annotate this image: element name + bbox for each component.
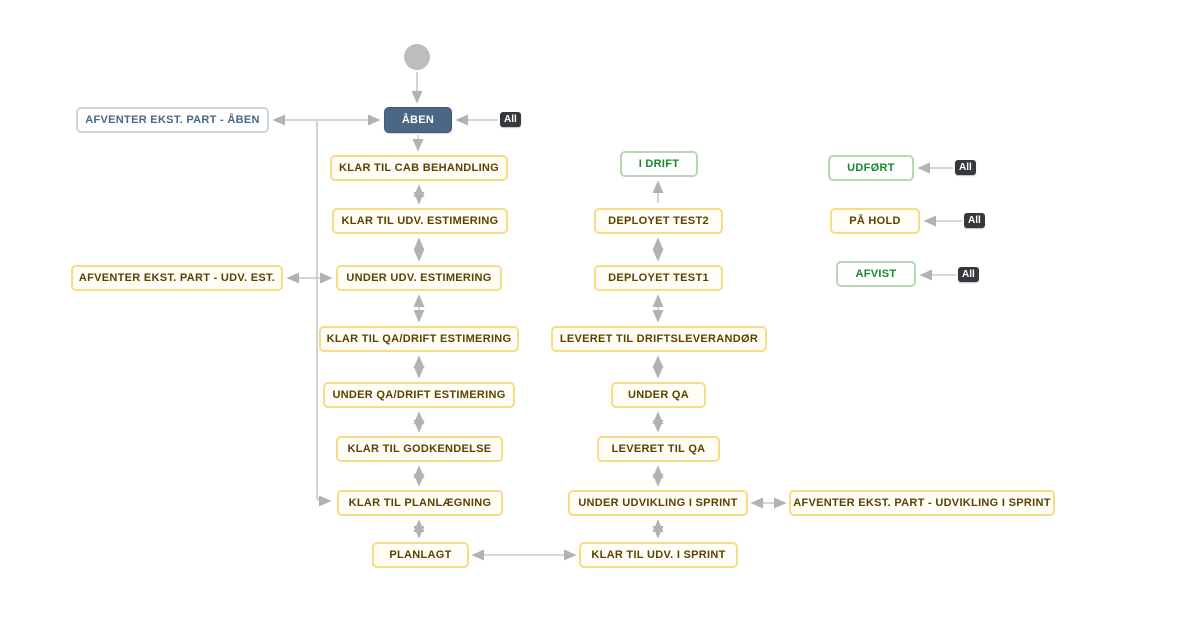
status-deployet-test1[interactable]: DEPLOYET TEST1 <box>594 265 723 291</box>
status-leveret-til-driftsleverandoer[interactable]: LEVERET TIL DRIFTSLEVERANDØR <box>551 326 767 352</box>
status-planlagt[interactable]: PLANLAGT <box>372 542 469 568</box>
status-paa-hold[interactable]: PÅ HOLD <box>830 208 920 234</box>
status-afventer-ekst-part-aaben[interactable]: AFVENTER EKST. PART - ÅBEN <box>76 107 269 133</box>
status-under-qa-drift-estimering[interactable]: UNDER QA/DRIFT ESTIMERING <box>323 382 515 408</box>
status-udfoert[interactable]: UDFØRT <box>828 155 914 181</box>
status-i-drift[interactable]: I DRIFT <box>620 151 698 177</box>
status-deployet-test2[interactable]: DEPLOYET TEST2 <box>594 208 723 234</box>
all-transition-badge-aaben[interactable]: All <box>500 112 521 127</box>
start-node-circle[interactable] <box>404 44 430 70</box>
all-transition-badge-afvist[interactable]: All <box>958 267 979 282</box>
status-under-udvikling-i-sprint[interactable]: UNDER UDVIKLING I SPRINT <box>568 490 748 516</box>
status-klar-til-qa-drift-estimering[interactable]: KLAR TIL QA/DRIFT ESTIMERING <box>319 326 519 352</box>
status-klar-til-godkendelse[interactable]: KLAR TIL GODKENDELSE <box>336 436 503 462</box>
status-afventer-ekst-part-udvikling-i-sprint[interactable]: AFVENTER EKST. PART - UDVIKLING I SPRINT <box>789 490 1055 516</box>
status-afventer-ekst-part-udv-est[interactable]: AFVENTER EKST. PART - UDV. EST. <box>71 265 283 291</box>
all-transition-badge-udfoert[interactable]: All <box>955 160 976 175</box>
status-klar-til-udv-i-sprint[interactable]: KLAR TIL UDV. I SPRINT <box>579 542 738 568</box>
status-under-udv-estimering[interactable]: UNDER UDV. ESTIMERING <box>336 265 502 291</box>
status-leveret-til-qa[interactable]: LEVERET TIL QA <box>597 436 720 462</box>
status-aaben[interactable]: ÅBEN <box>384 107 452 133</box>
status-afvist[interactable]: AFVIST <box>836 261 916 287</box>
status-klar-til-cab-behandling[interactable]: KLAR TIL CAB BEHANDLING <box>330 155 508 181</box>
status-klar-til-udv-estimering[interactable]: KLAR TIL UDV. ESTIMERING <box>332 208 508 234</box>
status-klar-til-planlaegning[interactable]: KLAR TIL PLANLÆGNING <box>337 490 503 516</box>
all-transition-badge-paa-hold[interactable]: All <box>964 213 985 228</box>
status-under-qa[interactable]: UNDER QA <box>611 382 706 408</box>
